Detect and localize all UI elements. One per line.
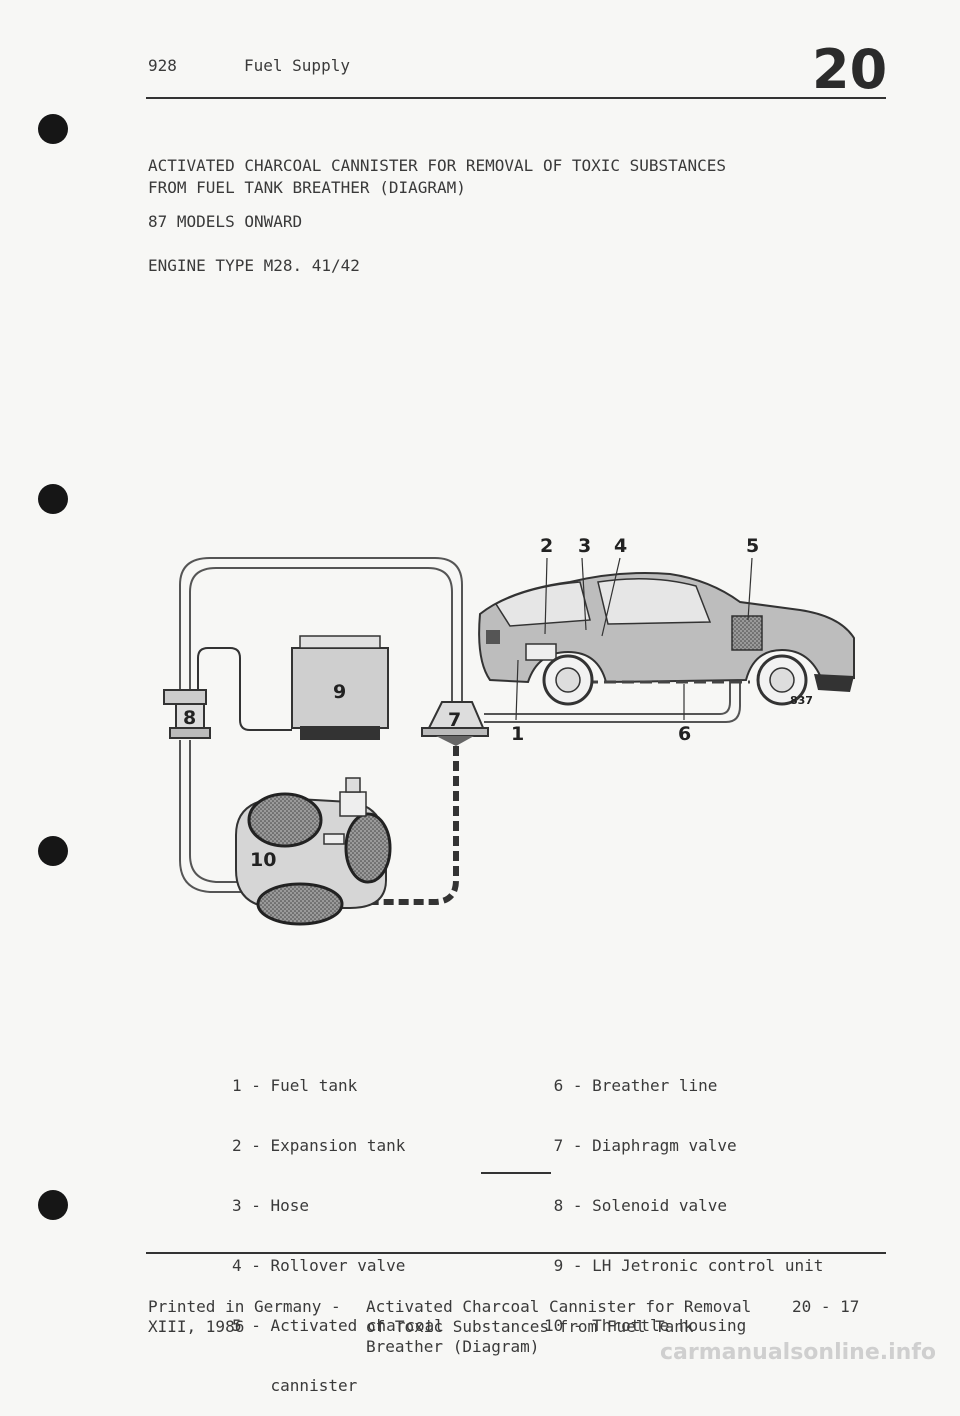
solenoid-valve bbox=[163, 689, 211, 739]
breather-line bbox=[484, 670, 741, 723]
callout-10: 10 bbox=[250, 849, 276, 871]
end-rule bbox=[481, 1172, 551, 1174]
chapter-number: 20 bbox=[812, 38, 888, 101]
legend-item: 1 - Fuel tank bbox=[232, 1076, 358, 1095]
engine-type: ENGINE TYPE M28. 41/42 bbox=[148, 256, 360, 275]
legend-item: 7 - Diaphragm valve bbox=[544, 1136, 737, 1155]
callout-2: 2 bbox=[540, 535, 553, 557]
leader-lines bbox=[515, 557, 753, 721]
callout-5: 5 bbox=[746, 535, 759, 557]
charcoal-cannister-diagram: 8 9 7 10 bbox=[163, 535, 855, 926]
legend-left: 1 - Fuel tank 2 - Expansion tank 3 - Hos… bbox=[232, 1036, 444, 1416]
figure-number: 837 bbox=[790, 694, 813, 707]
footer-rule bbox=[146, 1252, 886, 1254]
callout-8: 8 bbox=[183, 707, 196, 729]
throttle-housing bbox=[235, 777, 392, 926]
callout-4: 4 bbox=[614, 535, 627, 557]
footer-title-2: of Toxic Substances from Fuel Tank bbox=[366, 1317, 694, 1336]
legend-item: 8 - Solenoid valve bbox=[544, 1196, 728, 1215]
legend-item: 5 - Activated charcoal bbox=[232, 1316, 444, 1335]
legend-item: 4 - Rollover valve bbox=[232, 1256, 406, 1275]
page-title-line2: FROM FUEL TANK BREATHER (DIAGRAM) bbox=[148, 178, 466, 197]
page-title-line1: ACTIVATED CHARCOAL CANNISTER FOR REMOVAL… bbox=[148, 156, 726, 175]
header-rule bbox=[146, 97, 886, 99]
models-note: 87 MODELS ONWARD bbox=[148, 212, 303, 231]
footer-title-3: Breather (Diagram) bbox=[366, 1337, 540, 1356]
watermark: carmanualsonline.info bbox=[660, 1340, 936, 1365]
throttle-hose bbox=[350, 746, 459, 905]
control-unit bbox=[291, 635, 389, 740]
legend-item: 10 - Throttle housing bbox=[544, 1316, 747, 1335]
footer-title-1: Activated Charcoal Cannister for Removal bbox=[366, 1297, 752, 1316]
legend-item: cannister bbox=[232, 1376, 358, 1395]
loop-line bbox=[179, 557, 463, 893]
footer-printed: Printed in Germany - bbox=[148, 1297, 341, 1316]
header-section: Fuel Supply bbox=[244, 56, 350, 75]
legend-item: 2 - Expansion tank bbox=[232, 1136, 406, 1155]
callout-9: 9 bbox=[333, 681, 346, 703]
callout-6: 6 bbox=[678, 723, 691, 745]
diaphragm-valve bbox=[421, 701, 489, 746]
legend-item: 9 - LH Jetronic control unit bbox=[544, 1256, 824, 1275]
binder-hole-1 bbox=[38, 114, 68, 144]
page-number: 20 - 17 bbox=[792, 1297, 860, 1316]
callout-3: 3 bbox=[578, 535, 591, 557]
control-wire bbox=[197, 647, 292, 731]
callout-1: 1 bbox=[511, 723, 524, 745]
footer-edition: XIII, 1986 bbox=[148, 1317, 245, 1336]
binder-hole-3 bbox=[38, 836, 68, 866]
legend-right: 6 - Breather line 7 - Diaphragm valve 8 … bbox=[544, 1036, 823, 1356]
binder-hole-2 bbox=[38, 484, 68, 514]
callout-7: 7 bbox=[448, 709, 461, 731]
legend-item: 3 - Hose bbox=[232, 1196, 310, 1215]
car-body bbox=[478, 572, 855, 706]
legend-item: 6 - Breather line bbox=[544, 1076, 718, 1095]
header-model: 928 bbox=[148, 56, 177, 75]
binder-hole-4 bbox=[38, 1190, 68, 1220]
